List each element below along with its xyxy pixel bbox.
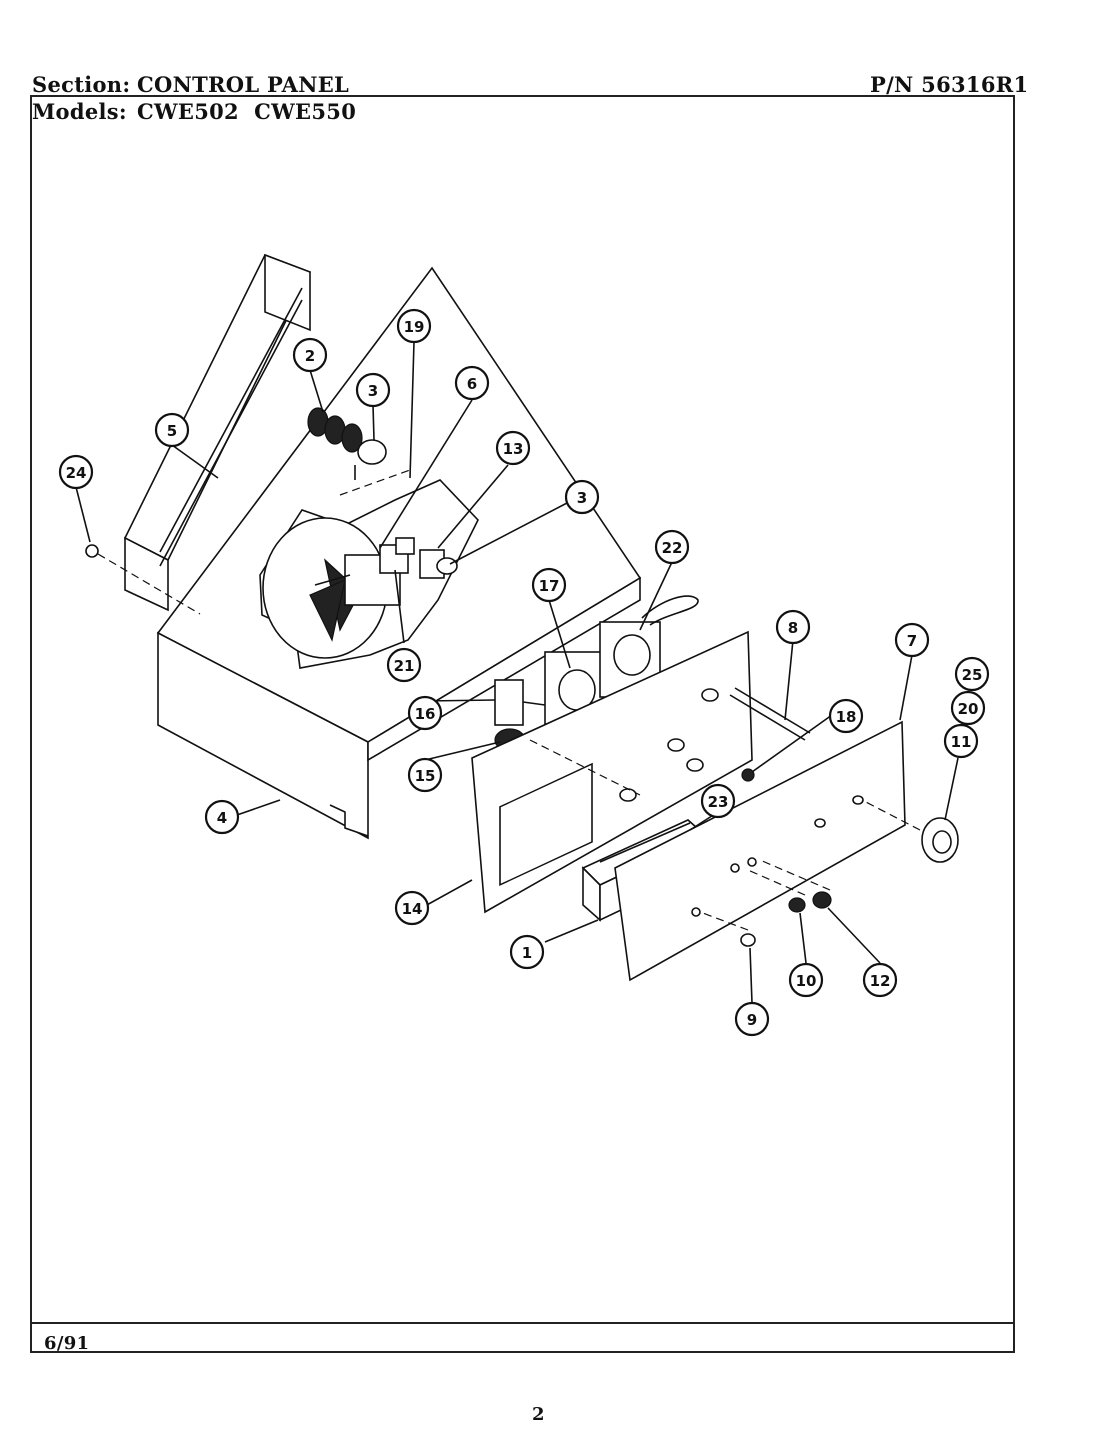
callout-label: 8 (788, 619, 798, 637)
callout-3: 3 (355, 372, 391, 408)
assembly-lines (97, 469, 921, 931)
callout-label: 19 (404, 318, 425, 336)
callout-label: 13 (503, 440, 524, 458)
callout-label: 21 (394, 657, 415, 675)
callout-4: 4 (204, 799, 240, 835)
callout-label: 5 (167, 422, 177, 440)
rod-and-screw (729, 687, 811, 782)
callout-label: 18 (836, 708, 857, 726)
callout-label: 24 (66, 464, 87, 482)
callout-2: 2 (292, 337, 328, 373)
models-list: CWE502 CWE550 (137, 99, 357, 124)
callout-label: 9 (747, 1011, 757, 1029)
callout-label: 20 (958, 700, 979, 718)
revision-date: 6/91 (44, 1333, 90, 1354)
callout-label: 3 (577, 489, 587, 507)
callout-16: 16 (407, 695, 443, 731)
callout-label: 14 (402, 900, 423, 918)
callout-label: 23 (708, 793, 729, 811)
callout-label: 2 (305, 347, 315, 365)
callout-layer: 1233456789101112131415161718192021222324… (58, 308, 990, 1037)
callout-label: 16 (415, 705, 436, 723)
callout-label: 6 (467, 375, 477, 393)
models-label: Models: (32, 99, 127, 124)
part-number: P/N 56316R1 (870, 72, 1029, 97)
callout-label: 10 (796, 972, 817, 990)
callout-label: 4 (217, 809, 227, 827)
callout-19: 19 (396, 308, 432, 344)
callout-11: 11 (943, 723, 979, 759)
callout-20: 20 (950, 690, 986, 726)
callout-1: 1 (509, 934, 545, 970)
callout-label: 1 (522, 944, 532, 962)
callout-label: 15 (415, 767, 436, 785)
timer-shaft-assembly (307, 407, 387, 480)
callout-13: 13 (495, 430, 531, 466)
front-control-panel (614, 720, 906, 982)
callout-label: 12 (870, 972, 891, 990)
callout-label: 22 (662, 539, 683, 557)
timer-motor-cutout (259, 479, 479, 669)
callout-3: 3 (564, 479, 600, 515)
callout-22: 22 (654, 529, 690, 565)
callout-label: 3 (368, 382, 378, 400)
footer-divider (30, 1322, 1015, 1324)
mounting-screw (85, 544, 99, 558)
section-label: Section: (32, 72, 131, 97)
page-number: 2 (532, 1404, 545, 1425)
callout-label: 25 (962, 666, 983, 684)
callout-5: 5 (154, 412, 190, 448)
callout-14: 14 (394, 890, 430, 926)
callout-label: 7 (907, 632, 917, 650)
section-title: CONTROL PANEL (137, 72, 350, 97)
callout-6: 6 (454, 365, 490, 401)
callout-24: 24 (58, 454, 94, 490)
callout-label: 11 (951, 733, 972, 751)
callout-12: 12 (862, 962, 898, 998)
callout-23: 23 (700, 783, 736, 819)
callout-10: 10 (788, 962, 824, 998)
callout-18: 18 (828, 698, 864, 734)
switch-bracket (395, 537, 458, 579)
callout-8: 8 (775, 609, 811, 645)
callout-15: 15 (407, 757, 443, 793)
console-cover (123, 253, 312, 612)
callout-7: 7 (894, 622, 930, 658)
callout-25: 25 (954, 656, 990, 692)
panel-bracket (471, 630, 753, 914)
callout-17: 17 (531, 567, 567, 603)
callout-9: 9 (734, 1001, 770, 1037)
drawing-frame (30, 95, 1015, 1353)
callout-21: 21 (386, 647, 422, 683)
knobs-and-buttons (740, 817, 959, 947)
callout-label: 17 (539, 577, 560, 595)
